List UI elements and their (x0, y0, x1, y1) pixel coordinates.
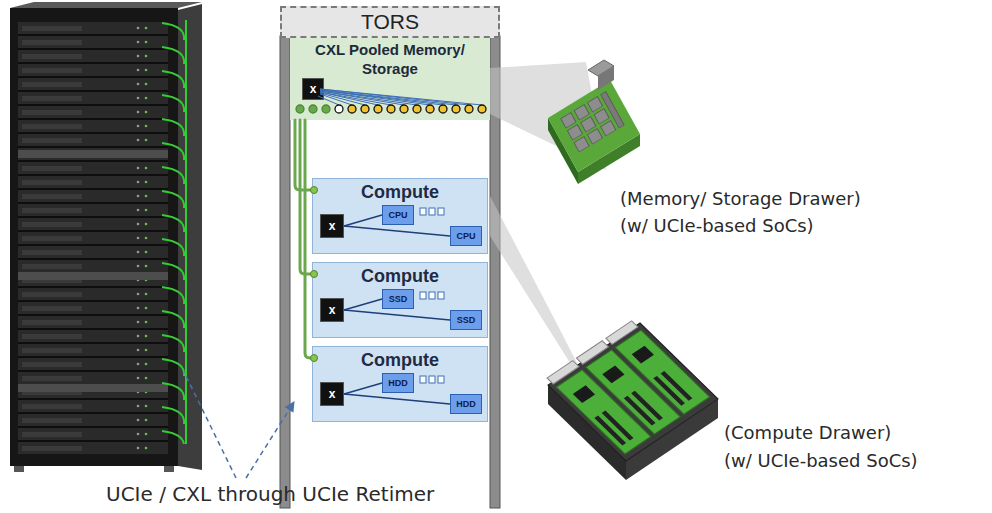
retimer-chip: x (320, 298, 344, 322)
memory-drawer-illustration (548, 60, 640, 184)
device-label: CPU (456, 231, 475, 242)
device-box: SSD (382, 289, 414, 309)
drawer-label: (Compute Drawer) (724, 422, 891, 443)
box-title: CXL Pooled Memory/ Storage (290, 40, 490, 78)
tors-box: TORS (280, 6, 500, 38)
device-box: SSD (450, 310, 482, 330)
server-rack (10, 2, 202, 472)
device-label: SSD (389, 294, 408, 305)
note-text: UCIe / CXL through UCIe Retimer (106, 482, 434, 506)
drawer-label: (w/ UCIe-based SoCs) (620, 215, 814, 236)
compute-box: ComputexCPUCPU (312, 178, 488, 254)
leader-line (184, 372, 236, 478)
retimer-chip: x (302, 78, 324, 100)
chip-label: x (329, 219, 336, 233)
device-box: HDD (382, 373, 414, 393)
compute-box: ComputexHDDHDD (312, 346, 488, 422)
memory-pool-box: CXL Pooled Memory/ Storage x (290, 38, 490, 120)
device-label: HDD (456, 399, 476, 410)
connector-line (300, 120, 312, 274)
chip-label: x (329, 303, 336, 317)
connector-line (295, 120, 312, 190)
chip-label: x (306, 82, 321, 96)
device-label: SSD (457, 315, 476, 326)
device-label: HDD (388, 378, 408, 389)
box-title: Compute (361, 350, 439, 371)
retimer-chip: x (320, 382, 344, 406)
device-box: CPU (382, 205, 414, 225)
compute-drawer-illustration (543, 318, 718, 480)
leader-line (246, 402, 294, 478)
box-title: Compute (361, 266, 439, 287)
retimer-chip: x (320, 214, 344, 238)
connector-line (305, 120, 312, 358)
compute-box: ComputexSSDSSD (312, 262, 488, 338)
box-title: Compute (361, 182, 439, 203)
device-box: HDD (450, 394, 482, 414)
drawer-label: (w/ UCIe-based SoCs) (724, 450, 918, 471)
chip-label: x (329, 387, 336, 401)
drawer-label: (Memory/ Storage Drawer) (620, 188, 861, 209)
box-title: TORS (361, 10, 419, 34)
device-label: CPU (388, 210, 407, 221)
rack-posts (280, 36, 500, 508)
device-box: CPU (450, 226, 482, 246)
